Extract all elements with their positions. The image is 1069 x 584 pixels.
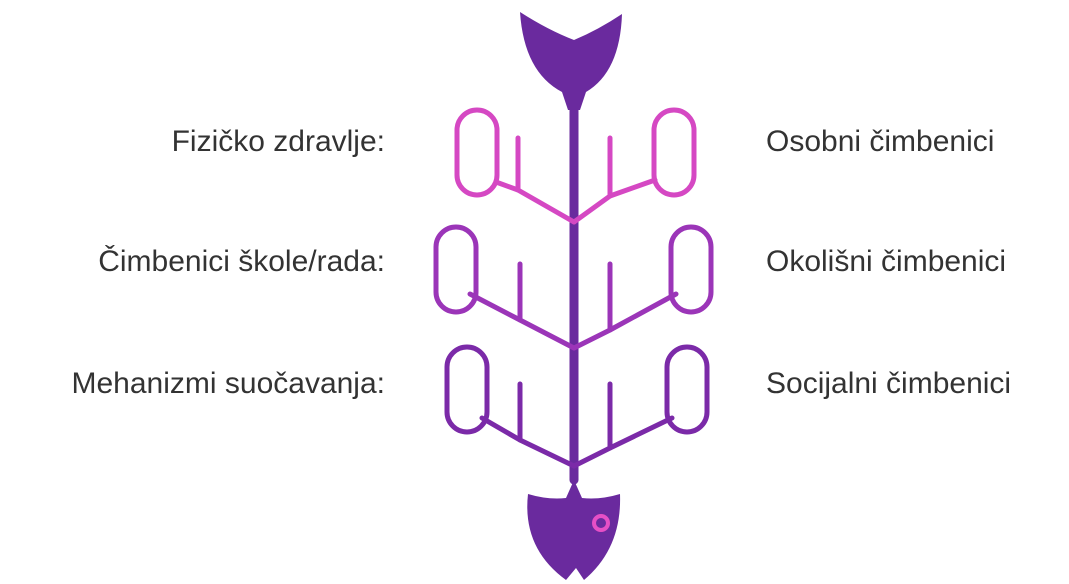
rib-box-top-left <box>454 107 500 198</box>
cause-label-school-work: Čimbenici škole/rada: <box>98 245 385 278</box>
cause-label-personal-factors: Osobni čimbenici <box>766 125 995 158</box>
rib-box-top-right <box>651 107 697 198</box>
fish-head <box>527 480 621 580</box>
rib-group-middle <box>433 224 714 351</box>
fish-eye <box>592 514 610 532</box>
rib-top-left <box>493 179 577 225</box>
rib-middle-right <box>571 291 679 351</box>
cause-label-coping-mechanisms: Mehanizmi suočavanja: <box>71 367 386 400</box>
rib-box-bottom-right <box>664 344 710 435</box>
rib-top-right <box>571 177 658 225</box>
cause-label-social-factors: Socijalni čimbenici <box>766 367 1012 400</box>
cause-label-environmental-factors: Okolišni čimbenici <box>766 245 1007 278</box>
rib-box-bottom-left <box>444 344 490 435</box>
rib-box-middle-right <box>668 224 714 315</box>
rib-bottom-left <box>479 415 577 469</box>
cause-label-physical-health: Fizičko zdravlje: <box>171 125 385 158</box>
rib-bottom-right <box>571 415 675 469</box>
rib-group-bottom <box>444 344 710 469</box>
rib-box-middle-left <box>433 224 479 315</box>
rib-group-top <box>454 107 697 225</box>
fish-tail <box>520 12 622 110</box>
